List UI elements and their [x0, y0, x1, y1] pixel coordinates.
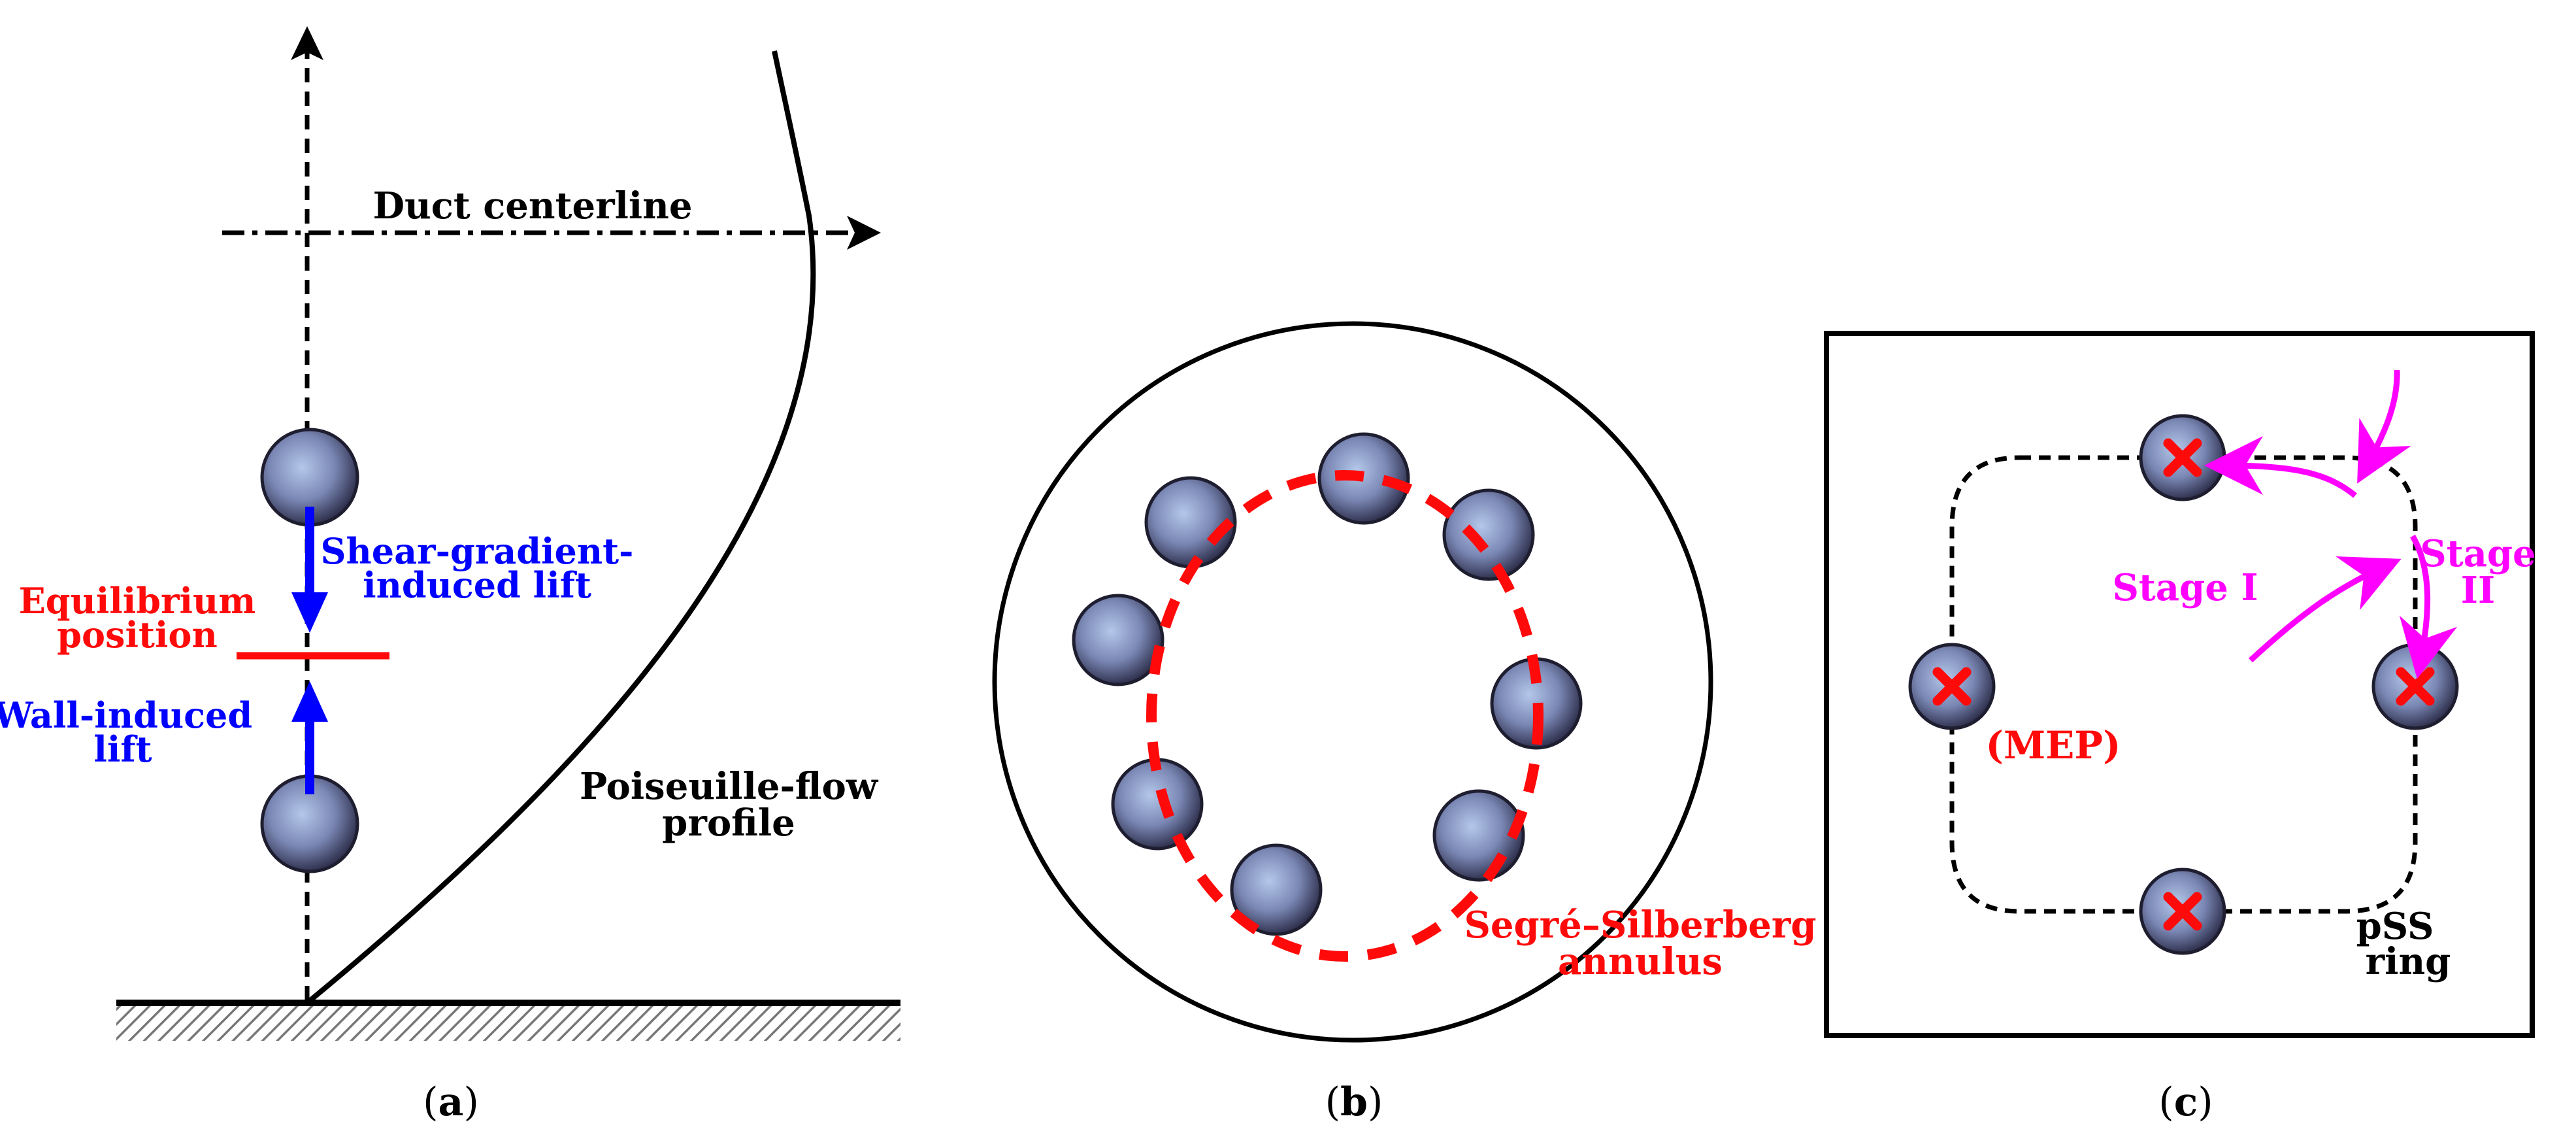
panel-a: Duct centerline Equilibrium position She…	[0, 26, 900, 1125]
wall-lift-label-line2: lift	[93, 728, 152, 770]
inflow-arrow	[2357, 369, 2411, 484]
duct-centerline-label: Duct centerline	[372, 184, 692, 228]
duct-cross-section	[992, 321, 1713, 1043]
wall-lift-arrowhead	[291, 681, 328, 722]
wall-hatch	[116, 1003, 900, 1041]
particle-b-2	[1442, 488, 1535, 581]
shear-lift-label-line2: induced lift	[363, 564, 591, 606]
equilibrium-label-line1: Equilibrium	[19, 580, 256, 622]
panel-b: Segré–Silberberg annulus (b)	[992, 321, 1817, 1125]
wall-lift-label-line1: Wall-induced	[0, 694, 252, 736]
particle-b-7	[1072, 594, 1164, 686]
caption-c: (c)	[2158, 1079, 2213, 1125]
mep-label: (MEP)	[1986, 723, 2121, 768]
particle-c-top	[2139, 414, 2226, 501]
annulus-label-line1: Segré–Silberberg	[1464, 903, 1816, 947]
particle-b-5	[1230, 843, 1323, 936]
stage2-label-line1: Stage	[2420, 532, 2535, 575]
stage1-arrow	[2248, 556, 2402, 663]
particle-c-right	[2371, 643, 2459, 730]
particle-b-8	[1144, 476, 1237, 569]
particle-c-bottom	[2139, 868, 2226, 955]
pss-ring	[1949, 455, 2418, 914]
equilibrium-label-line2: position	[57, 614, 217, 656]
profile-label-line2: profile	[662, 802, 795, 845]
pss-label-line2: ring	[2366, 940, 2451, 983]
poiseuille-profile-curve	[305, 50, 816, 1005]
stage1-label: Stage I	[2112, 566, 2258, 609]
stage2-arrow-to-right	[2399, 534, 2458, 679]
square-duct-cross-section	[1824, 331, 2535, 1038]
vertical-axis-arrowhead	[291, 26, 323, 60]
caption-b: (b)	[1325, 1079, 1383, 1125]
panel-c: Stage I Stage II (MEP) pSS ring (c)	[1824, 331, 2536, 1125]
shear-lift-label-line1: Shear-gradient-	[321, 530, 634, 572]
stage2-arrow-to-top	[2204, 436, 2357, 498]
segre-silberberg-annulus	[1146, 470, 1544, 962]
pss-label-line1: pSS	[2356, 905, 2434, 948]
particle-c-left	[1908, 643, 1996, 730]
stage2-label-line2: II	[2461, 569, 2495, 612]
caption-a: (a)	[423, 1079, 479, 1125]
duct-centerline-arrowhead	[847, 216, 881, 250]
particle-b-6	[1111, 758, 1204, 851]
shear-lift-arrowhead	[291, 592, 328, 633]
profile-label-line1: Poiseuille-flow	[580, 765, 879, 808]
annulus-label-line2: annulus	[1558, 940, 1723, 983]
